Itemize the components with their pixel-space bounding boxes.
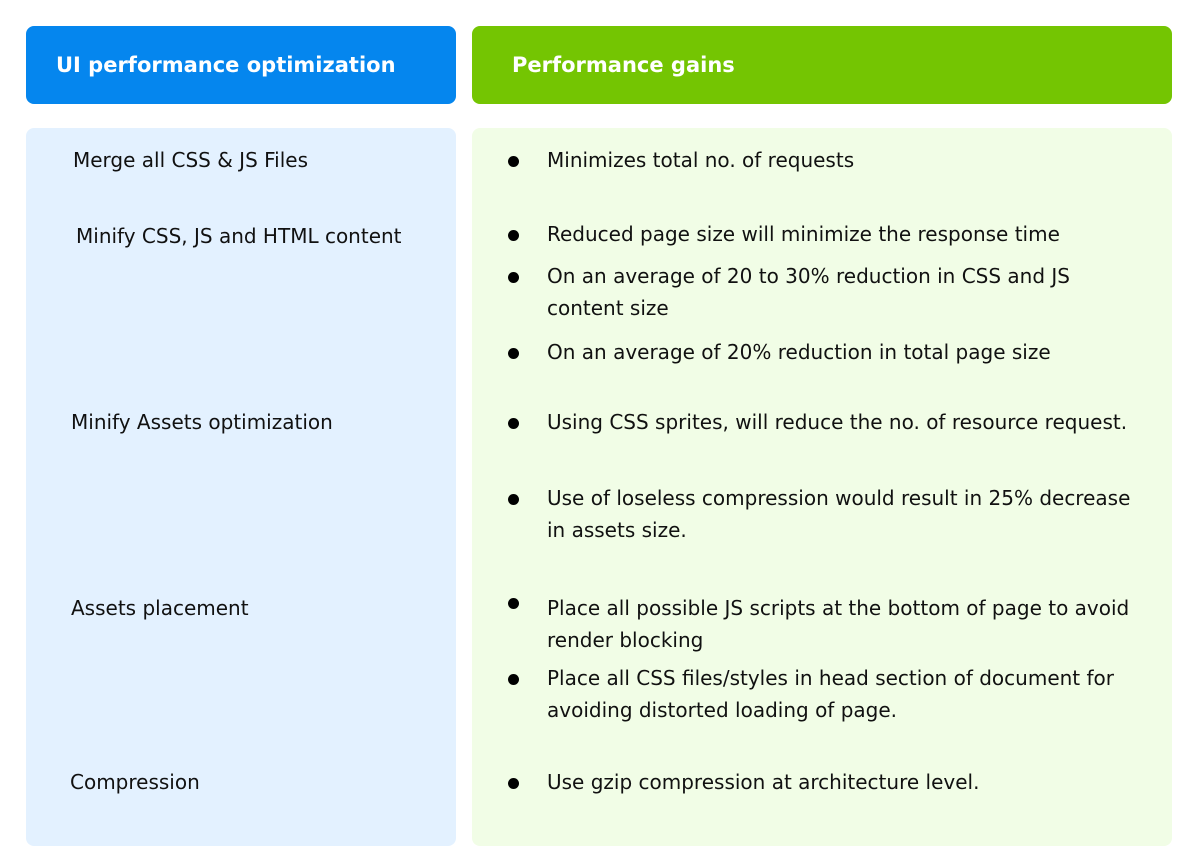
gains-column-panel (472, 128, 1172, 846)
gain-item: Place all possible JS scripts at the bot… (547, 596, 1130, 652)
gain-item: Use of loseless compression would result… (547, 486, 1131, 542)
optimization-column-panel (26, 128, 456, 846)
optimization-minify-content: Minify CSS, JS and HTML content (76, 224, 402, 248)
optimization-header-title: UI performance optimization (56, 53, 396, 77)
gains-header-title: Performance gains (512, 53, 735, 77)
bullet-icon (508, 230, 519, 241)
gains-column-header: Performance gains (472, 26, 1172, 104)
gain-item: Using CSS sprites, will reduce the no. o… (547, 410, 1128, 434)
gain-item: Minimizes total no. of requests (547, 148, 855, 172)
bullet-icon (508, 778, 519, 789)
bullet-icon (508, 674, 519, 685)
optimization-assets: Minify Assets optimization (71, 410, 333, 434)
bullet-icon (508, 348, 519, 359)
bullet-icon (508, 418, 519, 429)
optimization-assets-placement: Assets placement (71, 596, 249, 620)
gain-item: On an average of 20 to 30% reduction in … (547, 264, 1070, 320)
gain-item: Place all CSS files/styles in head secti… (547, 666, 1114, 722)
optimization-compression: Compression (70, 770, 200, 794)
gain-item: Use gzip compression at architecture lev… (547, 770, 980, 794)
bullet-icon (508, 272, 519, 283)
gain-item: On an average of 20% reduction in total … (547, 340, 1051, 364)
optimization-merge-files: Merge all CSS & JS Files (73, 148, 309, 172)
bullet-icon (508, 156, 519, 167)
gain-item: Reduced page size will minimize the resp… (547, 222, 1060, 246)
optimization-column-header: UI performance optimization (26, 26, 456, 104)
bullet-icon (508, 494, 519, 505)
bullet-icon (508, 598, 519, 609)
